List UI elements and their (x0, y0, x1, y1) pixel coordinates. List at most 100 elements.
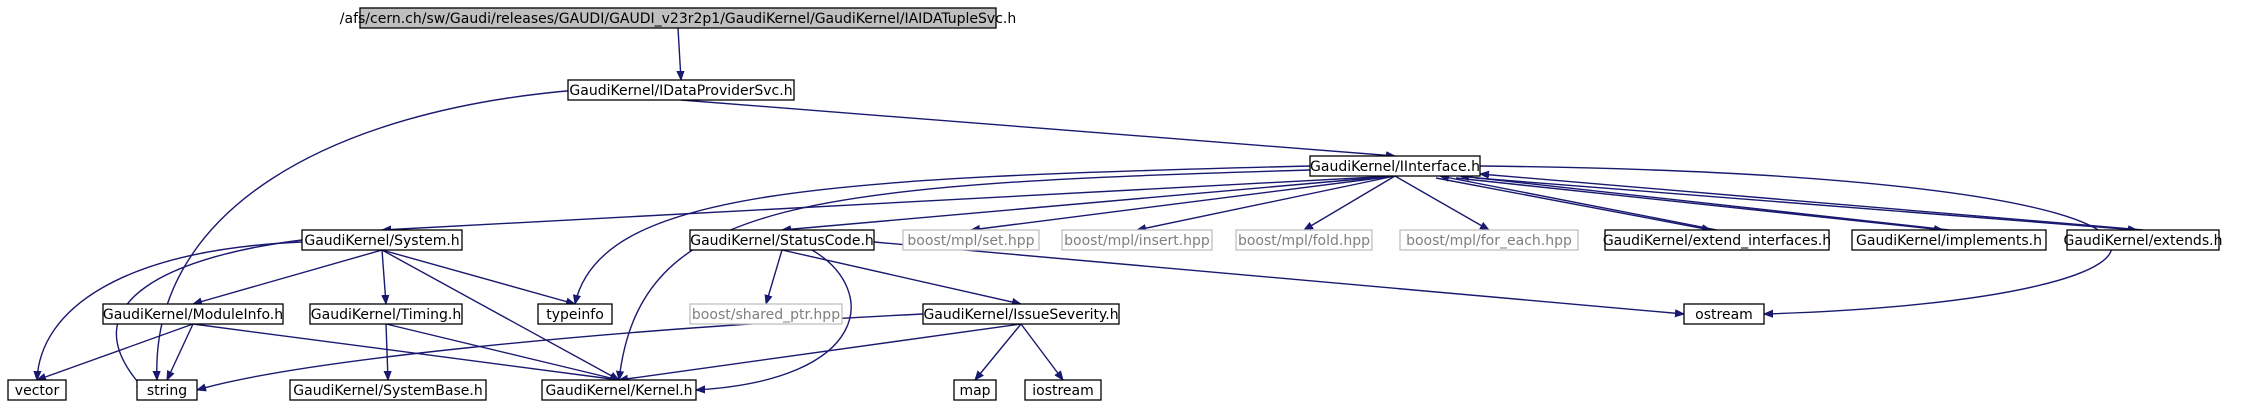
node-label: GaudiKernel/Timing.h (311, 307, 461, 323)
node-modinfo[interactable]: GaudiKernel/ModuleInfo.h (102, 303, 284, 325)
node-map[interactable]: map (953, 379, 997, 401)
node-box (309, 303, 463, 325)
edge-sys-to-string (115, 239, 303, 390)
edge-sys-to-typeinfo (381, 249, 575, 304)
node-label: boost/shared_ptr.hpp (692, 307, 840, 323)
node-box (1061, 229, 1213, 251)
edge-modinfo-to-vector (37, 323, 194, 380)
node-label: iostream (1032, 383, 1094, 399)
node-label: map (959, 383, 990, 399)
edge-modinfo-to-string (166, 323, 194, 380)
edge-iint-to-sys (382, 175, 1396, 230)
node-vector[interactable]: vector (7, 379, 67, 401)
edge-sys-to-vector (37, 241, 303, 380)
node-box (902, 229, 1040, 251)
node-label: ostream (1695, 307, 1753, 323)
node-box (689, 229, 875, 251)
node-mplfold: boost/mpl/fold.hpp (1235, 229, 1373, 251)
edge-iint-to-extif (1435, 177, 1711, 230)
node-label: GaudiKernel/ModuleInfo.h (103, 307, 283, 323)
edge-iint-to-extends (1475, 177, 2137, 230)
edges-layer (37, 27, 2144, 390)
node-extends[interactable]: GaudiKernel/extends.h (2064, 229, 2223, 251)
edge-sys-to-timing (382, 249, 386, 304)
node-box (7, 379, 67, 401)
node-ostream[interactable]: ostream (1683, 303, 1765, 325)
edge-issue-to-iostream (1020, 323, 1063, 380)
node-label: GaudiKernel/extends.h (2064, 233, 2223, 249)
node-box (922, 303, 1120, 325)
node-label: GaudiKernel/Kernel.h (545, 383, 692, 399)
node-box (541, 379, 697, 401)
node-extif[interactable]: GaudiKernel/extend_interfaces.h (1603, 229, 1831, 251)
edge-idp-to-iint (680, 99, 1395, 156)
edge-iint-to-kernel (619, 169, 1311, 380)
edge-issue-to-map (975, 323, 1022, 380)
node-label: boost/mpl/for_each.hpp (1406, 233, 1572, 249)
node-iint[interactable]: GaudiKernel/IInterface.h (1309, 155, 1481, 177)
node-timing[interactable]: GaudiKernel/Timing.h (309, 303, 463, 325)
node-box (102, 303, 284, 325)
edge-impl-to-iint (1460, 176, 1950, 231)
node-label: GaudiKernel/IssueSeverity.h (923, 307, 1118, 323)
node-string[interactable]: string (136, 379, 198, 401)
node-label: /afs/cern.ch/sw/Gaudi/releases/GAUDI/GAU… (340, 11, 1016, 27)
node-iostream[interactable]: iostream (1024, 379, 1102, 401)
node-kernel[interactable]: GaudiKernel/Kernel.h (541, 379, 697, 401)
node-box (289, 379, 487, 401)
node-mplfe: boost/mpl/for_each.hpp (1399, 229, 1579, 251)
edge-sys-to-modinfo (193, 249, 383, 304)
edge-iint-to-mplfold (1304, 175, 1396, 230)
node-label: boost/mpl/set.hpp (907, 233, 1034, 249)
edge-issue-to-string (197, 313, 924, 390)
node-root[interactable]: /afs/cern.ch/sw/Gaudi/releases/GAUDI/GAU… (340, 7, 1016, 29)
nodes-layer: /afs/cern.ch/sw/Gaudi/releases/GAUDI/GAU… (7, 7, 2223, 401)
node-idp[interactable]: GaudiKernel/IDataProviderSvc.h (567, 79, 795, 101)
edge-modinfo-to-kernel (192, 323, 619, 380)
edge-iint-to-typeinfo (575, 165, 1311, 304)
edge-iint-to-impl (1455, 177, 1943, 230)
node-box (953, 379, 997, 401)
edge-sc-to-kernel (696, 249, 852, 390)
node-typeinfo[interactable]: typeinfo (537, 303, 613, 325)
edge-sc-to-sharedptr (766, 249, 783, 304)
node-label: typeinfo (546, 307, 604, 323)
node-label: GaudiKernel/SystemBase.h (293, 383, 482, 399)
node-issue[interactable]: GaudiKernel/IssueSeverity.h (922, 303, 1120, 325)
edge-extends-to-iint (1480, 174, 2144, 231)
node-box (136, 379, 198, 401)
node-box (1235, 229, 1373, 251)
node-label: GaudiKernel/extend_interfaces.h (1603, 233, 1831, 249)
node-box (1683, 303, 1765, 325)
edge-sys-to-kernel (381, 249, 619, 381)
edge-sc-to-issue (781, 249, 1021, 304)
node-label: GaudiKernel/StatusCode.h (690, 233, 874, 249)
node-box (1309, 155, 1481, 177)
node-box (1851, 229, 2047, 251)
node-label: GaudiKernel/IDataProviderSvc.h (569, 83, 792, 99)
edge-extif-to-iint (1440, 176, 1718, 231)
node-box (537, 303, 613, 325)
node-box (1024, 379, 1102, 401)
node-label: GaudiKernel/System.h (304, 233, 459, 249)
node-box (1604, 229, 1830, 251)
edge-iint-to-mplfe (1394, 175, 1489, 231)
node-box (359, 7, 997, 29)
node-mplins: boost/mpl/insert.hpp (1061, 229, 1213, 251)
node-label: boost/mpl/fold.hpp (1238, 233, 1370, 249)
node-sys[interactable]: GaudiKernel/System.h (301, 229, 463, 251)
node-box (1399, 229, 1579, 251)
edge-root-to-idp (678, 27, 681, 80)
node-impl[interactable]: GaudiKernel/implements.h (1851, 229, 2047, 251)
edge-iint-to-mplset (971, 175, 1396, 230)
node-label: boost/mpl/insert.hpp (1064, 233, 1210, 249)
edge-iint-to-sc (782, 175, 1396, 230)
node-label: GaudiKernel/IInterface.h (1310, 159, 1480, 175)
node-sysbase[interactable]: GaudiKernel/SystemBase.h (289, 379, 487, 401)
node-box (567, 79, 795, 101)
node-box (689, 303, 843, 325)
node-sc[interactable]: GaudiKernel/StatusCode.h (689, 229, 875, 251)
edge-issue-to-kernel (619, 323, 1022, 380)
